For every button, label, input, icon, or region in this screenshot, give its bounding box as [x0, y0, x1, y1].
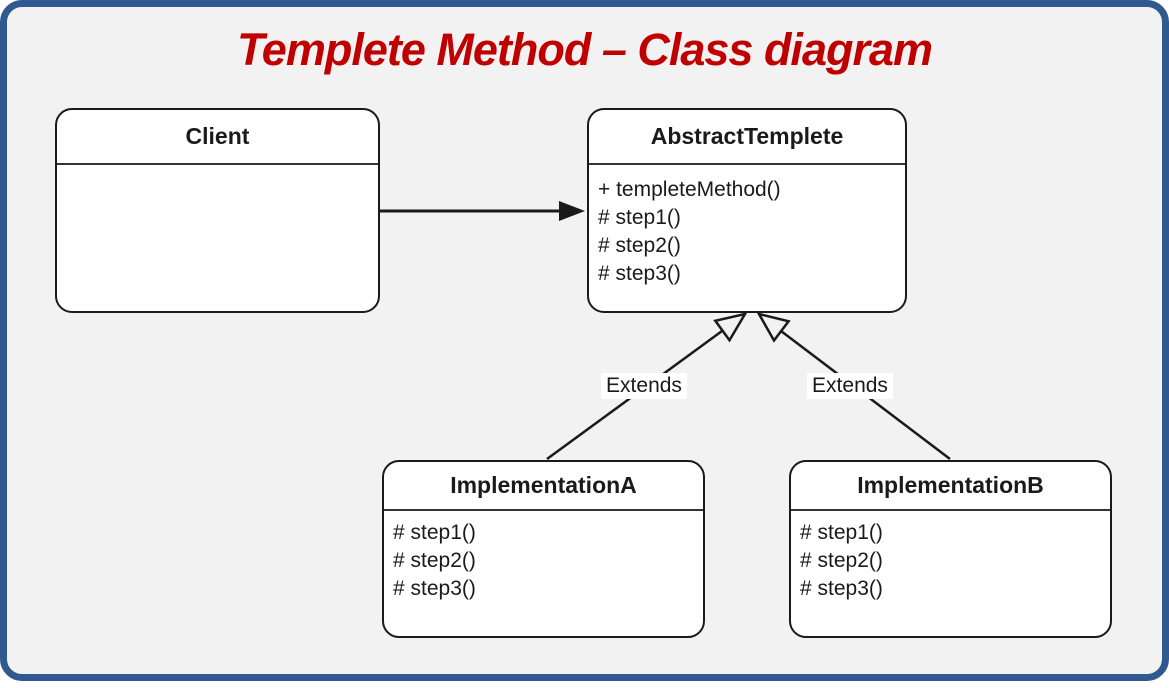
extends-label-right: Extends [807, 373, 893, 399]
class-name-client: Client [57, 110, 378, 165]
hollow-triangle-icon [713, 312, 748, 343]
method-line: # step3() [598, 262, 681, 285]
class-box-implementation-b: ImplementationB # step1() # step2() # st… [789, 460, 1112, 638]
method-line: # step2() [393, 549, 476, 572]
class-body-implementation-a: # step1() # step2() # step3() [384, 511, 703, 603]
class-name-implementation-a: ImplementationA [384, 462, 703, 511]
method-line: # step2() [800, 549, 883, 572]
diagram-title: Templete Method – Class diagram [236, 24, 933, 75]
class-box-client: Client [55, 108, 380, 313]
method-line: + templeteMethod() [598, 178, 781, 201]
class-box-abstract-templete: AbstractTemplete + templeteMethod() # st… [587, 108, 907, 313]
class-name-implementation-b: ImplementationB [791, 462, 1110, 511]
filled-arrowhead-icon [559, 201, 585, 221]
class-body-client [57, 165, 378, 176]
hollow-triangle-icon [756, 312, 791, 343]
method-line: # step3() [800, 577, 883, 600]
association-arrow-client-abstract [380, 201, 585, 221]
class-body-implementation-b: # step1() # step2() # step3() [791, 511, 1110, 603]
class-box-implementation-a: ImplementationA # step1() # step2() # st… [382, 460, 705, 638]
extends-label-left: Extends [601, 373, 687, 399]
method-line: # step1() [393, 521, 476, 544]
method-line: # step3() [393, 577, 476, 600]
class-body-abstract-templete: + templeteMethod() # step1() # step2() #… [589, 165, 905, 288]
class-name-abstract-templete: AbstractTemplete [589, 110, 905, 165]
method-line: # step1() [800, 521, 883, 544]
method-line: # step1() [598, 206, 681, 229]
method-line: # step2() [598, 234, 681, 257]
